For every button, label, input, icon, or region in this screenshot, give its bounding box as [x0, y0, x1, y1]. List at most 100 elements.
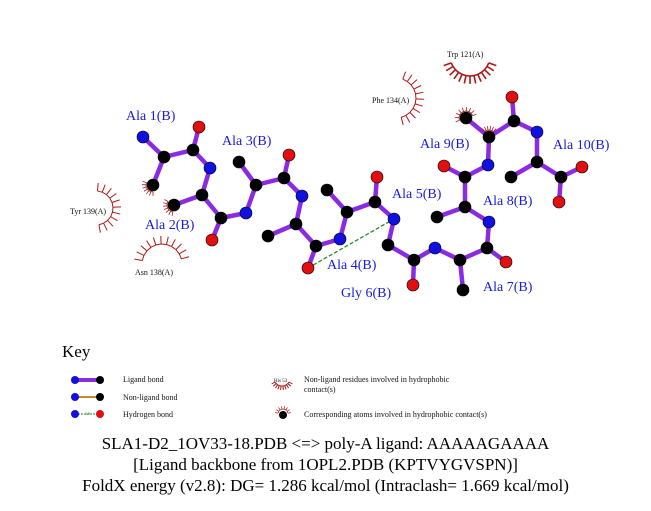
oxygen-atom: [370, 170, 384, 184]
carbon-atom: [458, 170, 472, 184]
key-hydrophobic-arc-spike: [277, 385, 280, 390]
key-contact-atom-rays-spike: [287, 412, 291, 414]
nitrogen-atom: [333, 232, 347, 246]
hydrophobic-arc-asn138-spike: [146, 240, 152, 248]
residue-label: Ala 4(B): [327, 258, 377, 273]
caption-line-3: FoldX energy (v2.8): DG= 1.286 kcal/mol …: [82, 476, 569, 495]
hydrophobic-contact-atom-spike: [168, 210, 172, 215]
hydrophobic-contact-atom-spike: [470, 110, 475, 114]
carbon-atom: [368, 195, 382, 209]
oxygen-atom: [192, 120, 206, 134]
hydrophobic-contact-atom-spike: [164, 199, 169, 202]
carbon-atom: [232, 155, 246, 169]
hydrophobic-arc-trp121-spike: [443, 62, 452, 67]
hydrophobic-arc-phe134: [400, 78, 417, 118]
hydrophobic-contact-atom-spike: [171, 211, 174, 216]
hydrophobic-arc-phe134-spike: [412, 108, 421, 114]
nitrogen-atom: [428, 241, 442, 255]
key-contact-atom-rays-spike: [275, 412, 279, 414]
hydrophobic-arc-tyr139-spike: [110, 216, 118, 222]
hydrophobic-arc-asn138-spike: [166, 236, 169, 245]
key-hydrophobic-arc: [274, 381, 290, 387]
residue-label: Gly 6(B): [341, 286, 392, 301]
carbon-atom: [289, 217, 303, 231]
hydrophobic-arc-trp121-spike: [453, 71, 460, 80]
hydrophobic-arc-trp121-spike: [486, 65, 495, 72]
nitrogen-atom: [295, 189, 309, 203]
hydrophobic-contact-atom-spike: [491, 126, 494, 131]
hydrophobic-contact-atom-spike: [163, 202, 168, 204]
hydrophobic-arc-phe134-spike: [413, 85, 422, 90]
key-hydrophobic-arc-spike: [287, 383, 292, 387]
carbon-atom: [458, 200, 472, 214]
carbon-atom: [381, 238, 395, 252]
key-non-ligand-residues-label: Non-ligand residues involved in hydropho…: [304, 375, 450, 394]
carbon-atom: [456, 283, 470, 297]
key-hydrophobic-arc-spike: [288, 381, 293, 385]
residue-label: Ala 8(B): [483, 194, 533, 209]
carbon-atom: [167, 198, 181, 212]
carbon-atom: [459, 111, 473, 125]
oxygen-atom: [575, 160, 589, 174]
hydrophobic-arc-asn138: [141, 243, 182, 261]
hydrophobic-arc-trp121-spike: [477, 74, 482, 83]
oxygen-atom: [282, 148, 296, 162]
hydrophobic-arc-phe134-spike: [410, 79, 418, 86]
key-example-residue: His 53: [274, 379, 288, 384]
key-hydrophobic-arc-spike: [274, 384, 279, 389]
hydrophobic-arc-trp121-spike: [445, 65, 454, 72]
hydrophobic-contact-atom-spike: [468, 107, 472, 112]
nitrogen-atom: [136, 130, 150, 144]
hydrophobic-arc-tyr139-spike: [101, 184, 106, 193]
hydrophobic-contact-atom-spike: [481, 128, 485, 132]
carbon-atom: [261, 229, 275, 243]
hydrophobic-arc-phe134-spike: [402, 71, 407, 80]
residue-label: Ala 2(B): [145, 218, 195, 233]
hydrophobic-contact-atom: [458, 110, 473, 121]
carbon-atom: [453, 253, 467, 267]
hydrophobic-arc-phe134-spike: [414, 103, 423, 107]
hydrophobic-arc-trp121-spike: [449, 69, 457, 76]
hydrophobic-arc-tyr139-spike: [107, 220, 114, 227]
hydrophobic-contact-atom-spike: [142, 180, 147, 183]
carbon-atom: [340, 205, 354, 219]
key-corresponding-atoms-label: Corresponding atoms involved in hydropho…: [304, 410, 487, 419]
key-nitrogen-atom: [71, 410, 79, 418]
oxygen-atom: [552, 195, 566, 209]
hydrophobic-arc-asn138-spike: [134, 258, 143, 262]
hydrophobic-arc-phe134-spike: [405, 115, 411, 123]
hydrogen-bond: [307, 218, 395, 269]
key-hydrophobic-arc-spike: [285, 384, 290, 389]
key-ligand-bond-label: Ligand bond: [123, 375, 164, 384]
hydrophobic-arc-trp121-spike: [458, 74, 463, 83]
key-hbond-distance: 3.0: [85, 411, 90, 416]
key-contact-atom-rays-spike: [281, 406, 283, 410]
carbon-atom: [146, 178, 160, 192]
oxygen-atom: [205, 233, 219, 247]
hydrophobic-residue-label: Trp 121(A): [447, 50, 484, 59]
carbon-atom: [482, 130, 496, 144]
hydrophobic-arc-trp121-spike: [463, 75, 467, 84]
carbon-atom: [554, 170, 568, 184]
hydrophobic-arc-phe134-spike: [415, 91, 424, 95]
hydrophobic-contact-atom: [166, 201, 173, 213]
carbon-atom: [530, 155, 544, 169]
carbon-atom: [507, 114, 521, 128]
hydrophobic-arc-tyr139-spike: [109, 193, 117, 199]
hydrophobic-contact-atom-spike: [484, 126, 487, 131]
residue-label: Ala 5(B): [392, 187, 442, 202]
hydrophobic-contact-atom-spike: [455, 112, 460, 116]
hydrophobic-contact-atom-spike: [472, 113, 477, 116]
key-contact-atom-rays: [277, 408, 289, 414]
carbon-atom: [309, 239, 323, 253]
carbon-atom: [195, 188, 209, 202]
hydrophobic-arc-tyr139-spike: [103, 222, 108, 231]
carbon-atom: [504, 170, 518, 184]
hydrophobic-arc-trp121-spike: [473, 75, 477, 84]
hydrophobic-contact-atom-spike: [163, 207, 168, 211]
hydrophobic-arc-tyr139-spike: [96, 183, 99, 192]
hydrophobic-residue-label: Phe 134(A): [372, 96, 410, 105]
key-carbon-atom: [96, 393, 104, 401]
hydrophobic-arc-trp121-spike: [488, 62, 497, 67]
key-carbon-atom: [96, 376, 104, 384]
